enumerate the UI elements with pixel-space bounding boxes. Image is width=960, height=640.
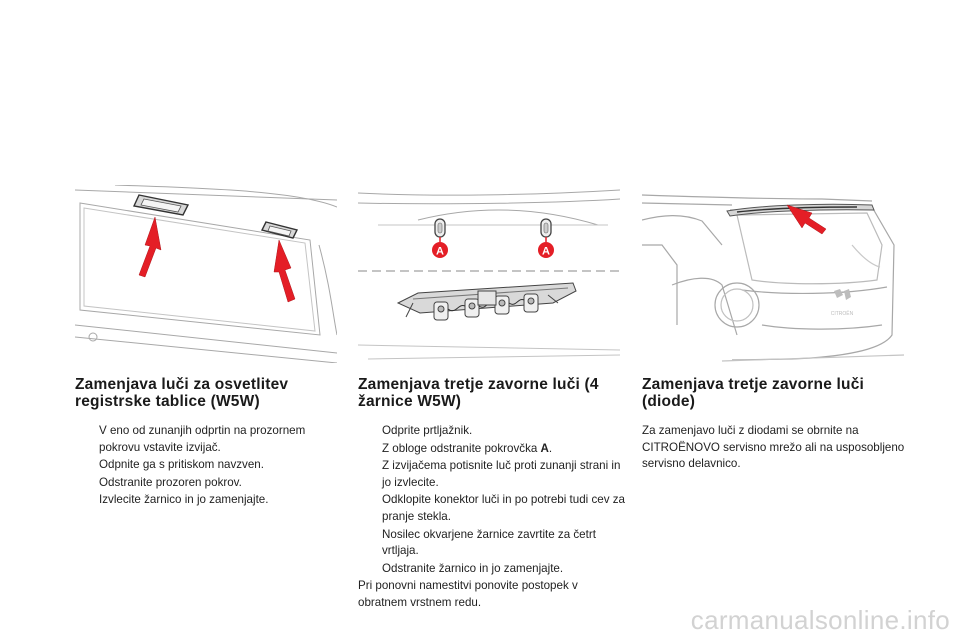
plate-lamp-left <box>132 194 190 216</box>
list-item: Nosilec okvarjene žarnice zavrtite za če… <box>382 527 596 558</box>
list-item: Odpnite ga s pritiskom navzven. <box>99 458 264 472</box>
brake-light-unit <box>396 282 577 321</box>
section-title: Zamenjava luči za osvetlitev registrske … <box>75 376 289 410</box>
illustration-plate-lamps <box>75 185 337 363</box>
section-third-brake-light-diodes: Zamenjava tretje zavorne luči (diode) Za… <box>642 376 907 473</box>
step-list: Odprite prtljažnik. Z obloge odstranite … <box>358 423 626 577</box>
illustration-car-rear: CITROËN <box>642 185 904 363</box>
list-item: Izvlecite žarnico in jo zamenjajte. <box>99 493 269 507</box>
list-item: Odklopite konektor luči in po potrebi tu… <box>382 493 625 523</box>
cover-clip-left <box>434 218 446 238</box>
reinstall-note: Pri ponovni namestitvi ponovite postopek… <box>358 579 578 609</box>
list-item: Odstranite žarnico in jo zamenjajte. <box>382 561 564 575</box>
cover-clip-right <box>540 218 552 238</box>
svg-text:A: A <box>436 246 444 258</box>
illustration-third-brake-light: A A <box>358 185 620 363</box>
list-item: Z obloge odstranite pokrovčka A. <box>382 441 553 455</box>
step-list: V eno od zunanjih odprtin na prozornem p… <box>75 423 340 509</box>
list-item: V eno od zunanjih odprtin na prozornem p… <box>99 424 306 454</box>
arrow-icon <box>138 216 162 278</box>
section-title: Zamenjava tretje zavorne luči (diode) <box>642 376 865 410</box>
ds-logo-icon <box>834 289 851 300</box>
plate-lamp-right <box>260 221 299 239</box>
svg-text:A: A <box>542 246 550 258</box>
label-a-right: A <box>538 237 554 258</box>
arrow-icon <box>273 239 296 303</box>
section-plate-lamp: Zamenjava luči za osvetlitev registrske … <box>75 376 340 510</box>
brand-badge: CITROËN <box>831 310 854 317</box>
list-item: Z izvijačema potisnite luč proti zunanji… <box>382 459 621 489</box>
section-title: Zamenjava tretje zavorne luči (4 žarnice… <box>358 376 599 410</box>
ref-label-a: A <box>540 441 549 455</box>
label-a-left: A <box>432 237 448 258</box>
section-text: Za zamenjavo luči z diodami se obrnite n… <box>642 424 905 471</box>
list-item: Odstranite prozoren pokrov. <box>99 475 242 489</box>
watermark: carmanualsonline.info <box>690 605 950 635</box>
section-third-brake-light-bulbs: Zamenjava tretje zavorne luči (4 žarnice… <box>358 376 626 612</box>
arrow-icon <box>786 204 827 235</box>
list-item: Odprite prtljažnik. <box>382 424 473 437</box>
